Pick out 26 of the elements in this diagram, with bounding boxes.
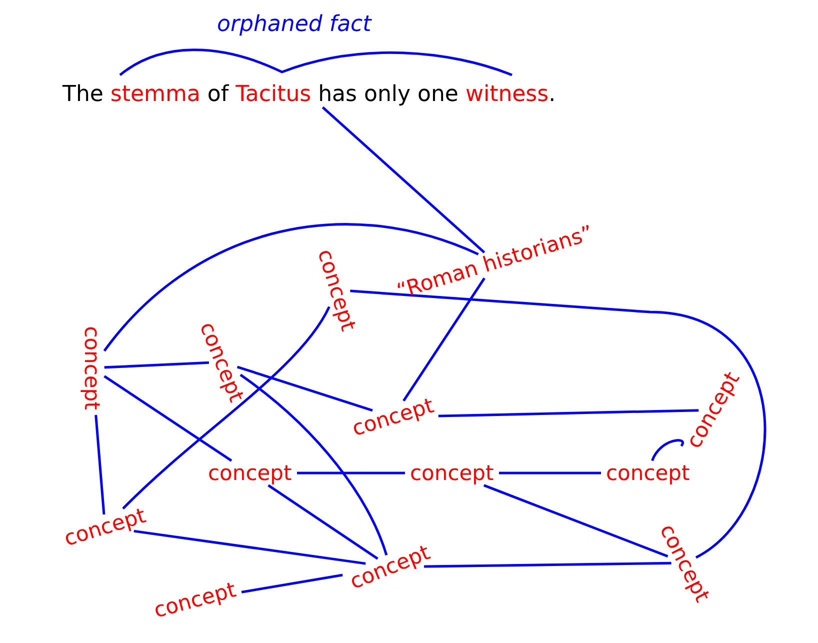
connector-line [350, 290, 766, 558]
concept-label: concept [151, 576, 239, 624]
connector-line [134, 530, 366, 565]
connector-line [402, 277, 486, 402]
connector-line [104, 361, 210, 369]
connector-line [322, 106, 486, 254]
connector-line [240, 374, 388, 556]
connector-line [103, 223, 479, 352]
connector-line [241, 574, 343, 594]
concept-label: concept [606, 460, 690, 486]
connector-line [236, 366, 373, 412]
brace-label: orphaned fact [217, 12, 372, 37]
connector-line [122, 306, 330, 510]
connector-line [483, 484, 668, 558]
concept-label: concept [78, 326, 105, 410]
connector-line [499, 472, 601, 474]
connector-line [424, 562, 672, 568]
connector-line [94, 414, 106, 515]
connector-line [268, 484, 378, 560]
connector-line [651, 439, 684, 462]
concept-label: concept [208, 460, 292, 486]
connector-line [438, 409, 699, 418]
sentence-text: The stemma of Tacitus has only one witness. [62, 82, 556, 108]
concept-label: concept [410, 460, 494, 486]
connector-line [104, 375, 232, 462]
connector-line [297, 472, 405, 474]
